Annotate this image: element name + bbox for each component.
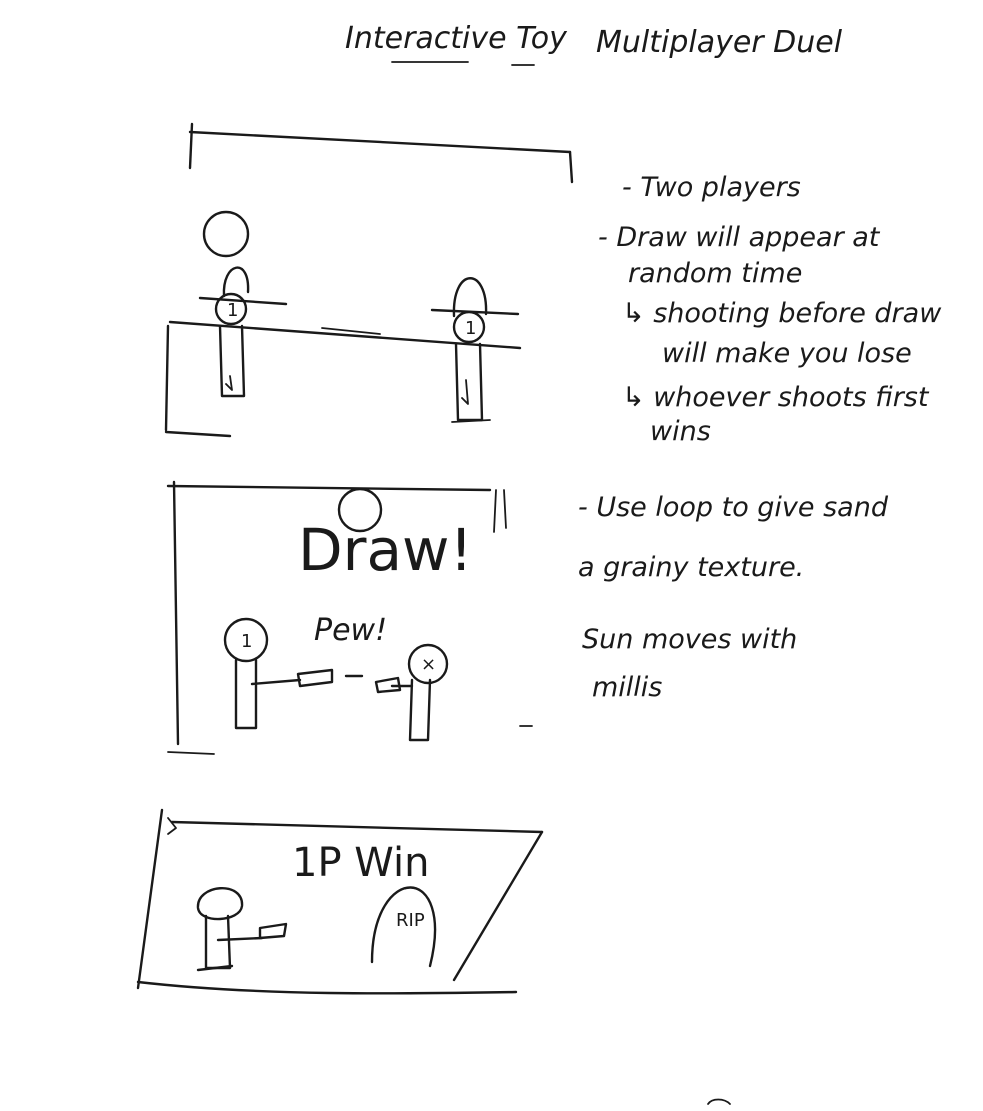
sun-shape-frame2	[337, 487, 383, 533]
pistol-winner	[258, 922, 288, 940]
note-line: - Two players	[622, 172, 801, 203]
note-line: ↳ whoever shoots first	[622, 382, 930, 413]
player-left-head	[214, 292, 248, 326]
winner-feet	[196, 964, 234, 972]
player-left-hat	[222, 266, 250, 298]
frame2-right-edge	[493, 489, 507, 533]
pew-text: Pew!	[314, 613, 387, 648]
note-line: ↳ shooting before draw	[622, 298, 942, 329]
pistol-right	[374, 676, 402, 694]
note-line: will make you lose	[662, 338, 912, 369]
win-text: 1P Win	[292, 840, 429, 886]
player-left-arms	[198, 296, 288, 306]
notes-block-2: - Use loop to give sand a grainy texture…	[578, 492, 889, 703]
player-left-number-frame2: 1	[241, 631, 252, 652]
player-right-hat	[452, 277, 488, 318]
title-interactive-toy: Interactive Toy	[345, 21, 568, 56]
winner-figure	[196, 887, 288, 972]
player-right-body-frame2	[408, 678, 432, 742]
note-line: millis	[592, 672, 662, 703]
frame1-bottom-left-edge	[164, 430, 232, 438]
frame2-top-edge	[166, 484, 492, 492]
frame1-right-edge	[568, 150, 574, 184]
player-right-shot: ×	[374, 643, 449, 742]
frame1-horizon-line	[168, 320, 522, 350]
player-left-figure: 1	[198, 266, 288, 398]
pistol-left	[296, 668, 334, 688]
tombstone: RIP	[370, 886, 437, 968]
player-left-shooter: 1	[223, 617, 364, 730]
player-left-holster	[225, 375, 233, 391]
frame1-left-edge	[164, 324, 170, 432]
title-multiplayer-duel: Multiplayer Duel	[596, 25, 843, 60]
note-line: Sun moves with	[582, 624, 797, 655]
tombstone-rip-text: RIP	[396, 910, 425, 931]
frame3-bottom-edge	[136, 980, 518, 995]
player-left-arm-frame2	[250, 678, 302, 686]
tombstone-outline	[370, 886, 437, 968]
note-line: wins	[650, 416, 711, 447]
stray-mark	[707, 1098, 731, 1105]
winner-body	[204, 914, 232, 970]
draw-text: Draw!	[298, 516, 473, 584]
frame2-left-edge	[172, 480, 180, 746]
frame1-horizon-mark	[321, 327, 381, 335]
frame-3-sketch: 1P Win RIP	[136, 808, 544, 995]
frame1-top-edge	[188, 130, 572, 154]
player-left-number: 1	[227, 300, 238, 321]
player-right-number: 1	[465, 318, 476, 339]
note-line: random time	[628, 258, 802, 289]
title-area: Interactive Toy Multiplayer Duel	[345, 21, 843, 66]
note-line: a grainy texture.	[578, 552, 804, 583]
player-right-head-frame2	[407, 643, 449, 685]
player-right-figure: 1	[430, 277, 520, 422]
player-right-body	[454, 342, 484, 422]
winner-head	[196, 887, 244, 921]
frame-1-sketch: 1 1	[164, 122, 574, 438]
frame-2-sketch: Draw! Pew! 1 ×	[166, 480, 533, 755]
player-left-body-frame2	[234, 658, 258, 730]
player-left-head-frame2	[223, 617, 269, 663]
note-line: - Use loop to give sand	[578, 492, 889, 523]
note-line: - Draw will appear at	[598, 222, 881, 253]
player-right-arms	[430, 308, 520, 316]
frame1-left-top-edge	[188, 122, 194, 170]
frame3-corner-mark	[167, 817, 177, 835]
winner-arm	[216, 936, 264, 942]
frame3-top-edge	[170, 820, 544, 834]
frame2-bottom-mark-left	[167, 751, 215, 755]
player-left-body	[218, 324, 246, 398]
notes-block-1: - Two players - Draw will appear at rand…	[598, 172, 942, 447]
player-right-x-mark: ×	[421, 654, 436, 675]
frame3-left-edge	[136, 808, 164, 990]
player-right-holster	[461, 379, 469, 405]
sun-shape	[202, 210, 250, 258]
frame3-right-edge	[452, 830, 544, 982]
